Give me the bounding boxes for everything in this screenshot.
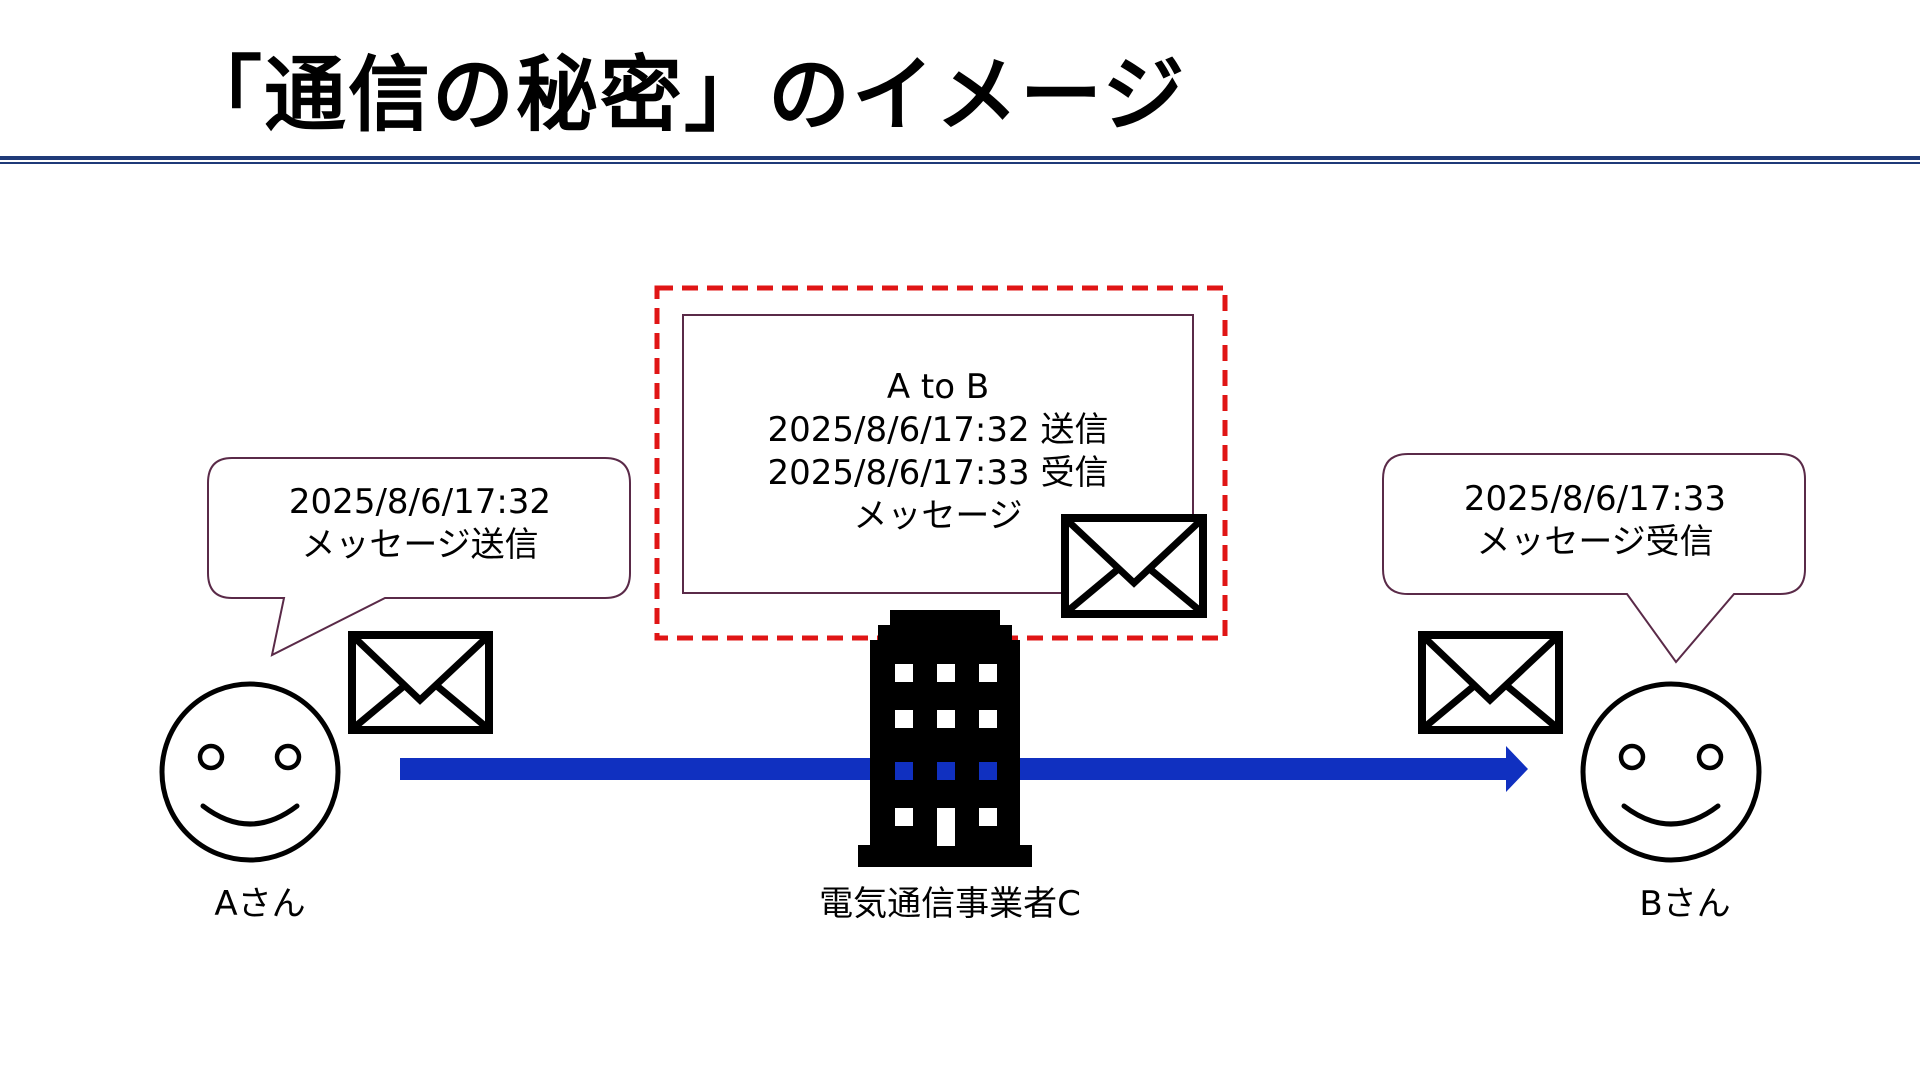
receiver-bubble-line: メッセージ受信 bbox=[1476, 522, 1714, 562]
title-divider-thick bbox=[0, 156, 1920, 160]
envelope-icon bbox=[1061, 514, 1207, 618]
record-line: 2025/8/6/17:32 送信 bbox=[767, 410, 1109, 450]
receiver-label: Bさん bbox=[1639, 884, 1731, 924]
receiver-speech-bubble bbox=[1382, 453, 1806, 664]
record-line: メッセージ bbox=[853, 496, 1023, 536]
sender-speech-bubble bbox=[207, 457, 631, 657]
sender-bubble-line: メッセージ送信 bbox=[301, 525, 539, 565]
sender-bubble-line: 2025/8/6/17:32 bbox=[288, 482, 552, 522]
record-line: A to B bbox=[886, 367, 990, 407]
slide-title: 「通信の秘密」のイメージ bbox=[180, 47, 1187, 143]
envelope-icon bbox=[1418, 631, 1563, 734]
sender-label: Aさん bbox=[214, 884, 306, 924]
smiley-face-icon bbox=[159, 681, 341, 863]
record-line: 2025/8/6/17:33 受信 bbox=[767, 453, 1109, 493]
receiver-bubble-text: 2025/8/6/17:33 メッセージ受信 bbox=[1385, 478, 1805, 564]
title-divider-thin bbox=[0, 162, 1920, 164]
carrier-label: 電気通信事業者C bbox=[819, 884, 1081, 924]
sender-bubble-text: 2025/8/6/17:32 メッセージ送信 bbox=[210, 481, 630, 567]
smiley-face-icon bbox=[1580, 681, 1762, 863]
building-icon bbox=[858, 610, 1032, 867]
envelope-icon bbox=[348, 631, 493, 734]
receiver-bubble-line: 2025/8/6/17:33 bbox=[1463, 479, 1727, 519]
title-divider bbox=[0, 156, 1920, 164]
carrier-record-text: A to B 2025/8/6/17:32 送信 2025/8/6/17:33 … bbox=[683, 366, 1193, 538]
